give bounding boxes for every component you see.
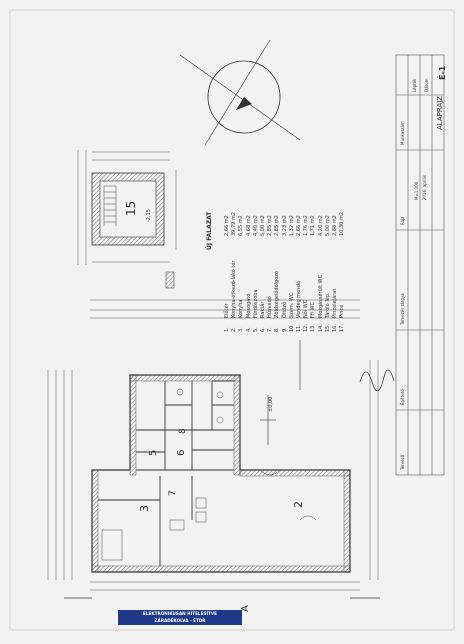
legend-room-name: Pincelejárat bbox=[332, 288, 338, 318]
legend-hatch-swatch bbox=[165, 271, 175, 289]
legend-room-name: Konyha-étkező-lakó tér bbox=[231, 260, 238, 318]
north-arrow-icon bbox=[179, 39, 301, 146]
room-label-8: 8 bbox=[178, 428, 188, 434]
legend-room-name: Zöldségelődolgozó bbox=[274, 271, 281, 318]
signature bbox=[359, 369, 395, 392]
legend-room-name: Ffi WC bbox=[310, 301, 317, 318]
legend-room-area: 6,55 m2 bbox=[238, 215, 245, 236]
room-label-2: 2 bbox=[292, 501, 305, 508]
legend-room-area: 4,20 m2 bbox=[317, 215, 324, 236]
level-main: ±0,00 bbox=[268, 396, 274, 412]
legend-room-area: 2,85 m2 bbox=[274, 215, 281, 236]
legend-room-name: Női WC bbox=[303, 299, 310, 318]
legend-room-name: Raktár bbox=[260, 301, 266, 318]
legend-room-area: 1,76 m2 bbox=[303, 215, 310, 236]
legend-room-name: Hűsvédő bbox=[267, 296, 274, 318]
legend-room-no: 3. bbox=[238, 327, 245, 332]
legend-room-no: 6. bbox=[260, 327, 266, 332]
room-label-5: 5 bbox=[148, 449, 159, 456]
title-block-label: Építtető bbox=[400, 389, 405, 405]
legend-room-no: 13. bbox=[310, 324, 317, 332]
etdr-stamp: ELEKTRONIKUSAN HITELESÍTVE ZÁRADÉKOLVA -… bbox=[118, 610, 242, 625]
legend-room-name: Mosogató bbox=[245, 293, 252, 318]
title-block-label: Tervezés tárgya bbox=[400, 293, 405, 325]
legend-room-name: Előtér bbox=[224, 303, 230, 318]
legend-room-no: 10. bbox=[288, 324, 295, 332]
legend-room-no: 8. bbox=[274, 327, 281, 332]
legend-room-area: 10,30 m2 bbox=[339, 212, 346, 236]
legend-room-name: Vendég mosdó bbox=[296, 280, 302, 318]
legend-room-no: 2. bbox=[231, 327, 238, 332]
title-block bbox=[395, 54, 445, 476]
legend-room-area: 5,00 m2 bbox=[260, 215, 266, 236]
stamp-line-2: ZÁRADÉKOLVA - ÉTDR bbox=[154, 618, 206, 623]
room-label-6: 6 bbox=[176, 449, 187, 456]
legend-room-area: 1,32 m2 bbox=[288, 215, 295, 236]
legend-room-name: Fürdőszoba bbox=[252, 289, 259, 319]
legend-room-area: 4,40 m2 bbox=[252, 215, 259, 236]
legend-room-name: Mozgássérült WC bbox=[317, 274, 324, 318]
legend-room-no: 7. bbox=[267, 327, 274, 332]
legend-room-no: 16. bbox=[332, 324, 338, 332]
legend-room-name: Öltöző bbox=[281, 301, 288, 318]
legend-room-area: 3,23 m2 bbox=[281, 215, 288, 236]
sheet-frame bbox=[9, 9, 455, 631]
title-block-label: Dátum bbox=[424, 78, 429, 92]
legend-room-no: 1. bbox=[224, 327, 230, 332]
legend-room-area: 4,68 m2 bbox=[245, 215, 252, 236]
legend-room-name: Szem. WC bbox=[288, 292, 295, 318]
title-block-label: Munkaszám bbox=[400, 121, 405, 145]
legend-title: ÚJ FALAZAT bbox=[206, 211, 213, 250]
legend-room-area: 2,85 m2 bbox=[267, 215, 274, 236]
cellar-dimensions bbox=[77, 150, 177, 265]
legend-room-name: Konyha bbox=[238, 299, 245, 318]
sheet-number: É-1 bbox=[438, 65, 447, 80]
legend-room-area: 5,00 m2 bbox=[324, 215, 331, 236]
legend-room-area: 2,88 m2 bbox=[332, 215, 338, 236]
legend-room-name: Tároló lép. bbox=[324, 292, 331, 318]
room-label-15: 15 bbox=[124, 200, 138, 216]
title-block-label: Lépték bbox=[412, 78, 417, 92]
legend-room-name: Pince bbox=[339, 304, 346, 318]
legend-room-no: 4. bbox=[245, 327, 252, 332]
legend-room-no: 11. bbox=[296, 324, 302, 332]
legend-room-area: 39,79 m2 bbox=[231, 212, 238, 236]
legend-room-no: 9. bbox=[281, 327, 288, 332]
title-block-label: Tervező bbox=[400, 454, 405, 470]
title-block-label: Rajz bbox=[400, 216, 405, 225]
main-dimension-chains bbox=[47, 299, 379, 591]
cellar-plan bbox=[91, 172, 165, 246]
legend-room-no: 5. bbox=[252, 327, 259, 332]
legend-room-area: 2,66 m2 bbox=[224, 215, 230, 236]
drawing-title: ALAPRAJZ bbox=[436, 95, 444, 130]
legend-room-no: 14. bbox=[317, 324, 324, 332]
legend-room-no: 15. bbox=[324, 324, 331, 332]
legend-room-no: 12. bbox=[303, 324, 310, 332]
stamp-line-1: ELEKTRONIKUSAN HITELESÍTVE bbox=[143, 611, 217, 616]
legend-room-no: 17. bbox=[339, 324, 346, 332]
legend-room-area: 2,66 m2 bbox=[296, 215, 302, 236]
title-block-date: 2016. április bbox=[422, 175, 427, 200]
main-plan bbox=[91, 340, 351, 573]
legend-room-area: 1,71 m2 bbox=[310, 215, 317, 236]
room-label-7: 7 bbox=[168, 490, 178, 496]
level-cellar: -2,15 bbox=[146, 209, 152, 222]
room-label-3: 3 bbox=[138, 505, 151, 512]
title-block-scale: M=1:100 bbox=[414, 181, 419, 200]
